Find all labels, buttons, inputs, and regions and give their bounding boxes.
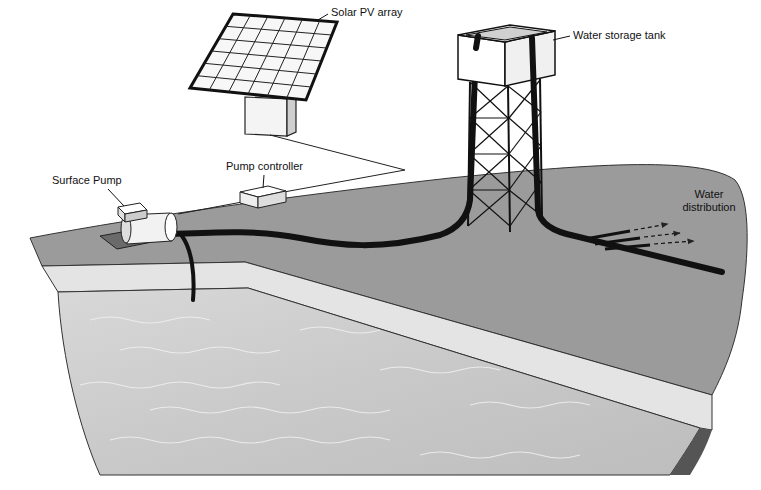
- outlet-pipe: [532, 38, 722, 272]
- pool-wall: [670, 428, 712, 475]
- water-ripples: [80, 317, 590, 458]
- panel-post-side: [287, 96, 296, 136]
- part-label: Solar PV array: [331, 6, 403, 19]
- part-label: Water storage tank: [573, 29, 666, 42]
- panel-post: [245, 97, 287, 136]
- part-label: Surface Pump: [52, 174, 122, 187]
- storage-tank: [458, 25, 555, 86]
- panel-cells: [197, 15, 332, 98]
- tank-tower: [468, 78, 542, 232]
- suction-pipe: [182, 236, 194, 300]
- surface-pump: [100, 203, 177, 249]
- leader-lines: [108, 14, 570, 206]
- part-label: Water distribution: [676, 188, 742, 214]
- panel-frame: [190, 14, 337, 100]
- solar-panel: [190, 14, 337, 136]
- pump-wire: [178, 202, 242, 214]
- inlet-pipe-top: [476, 36, 478, 48]
- distribution-arrows: [585, 224, 694, 249]
- delivery-pipe: [172, 48, 476, 245]
- pump-controller-box: [240, 186, 286, 208]
- part-label: Pump controller: [226, 160, 303, 173]
- water-surface: [58, 288, 700, 475]
